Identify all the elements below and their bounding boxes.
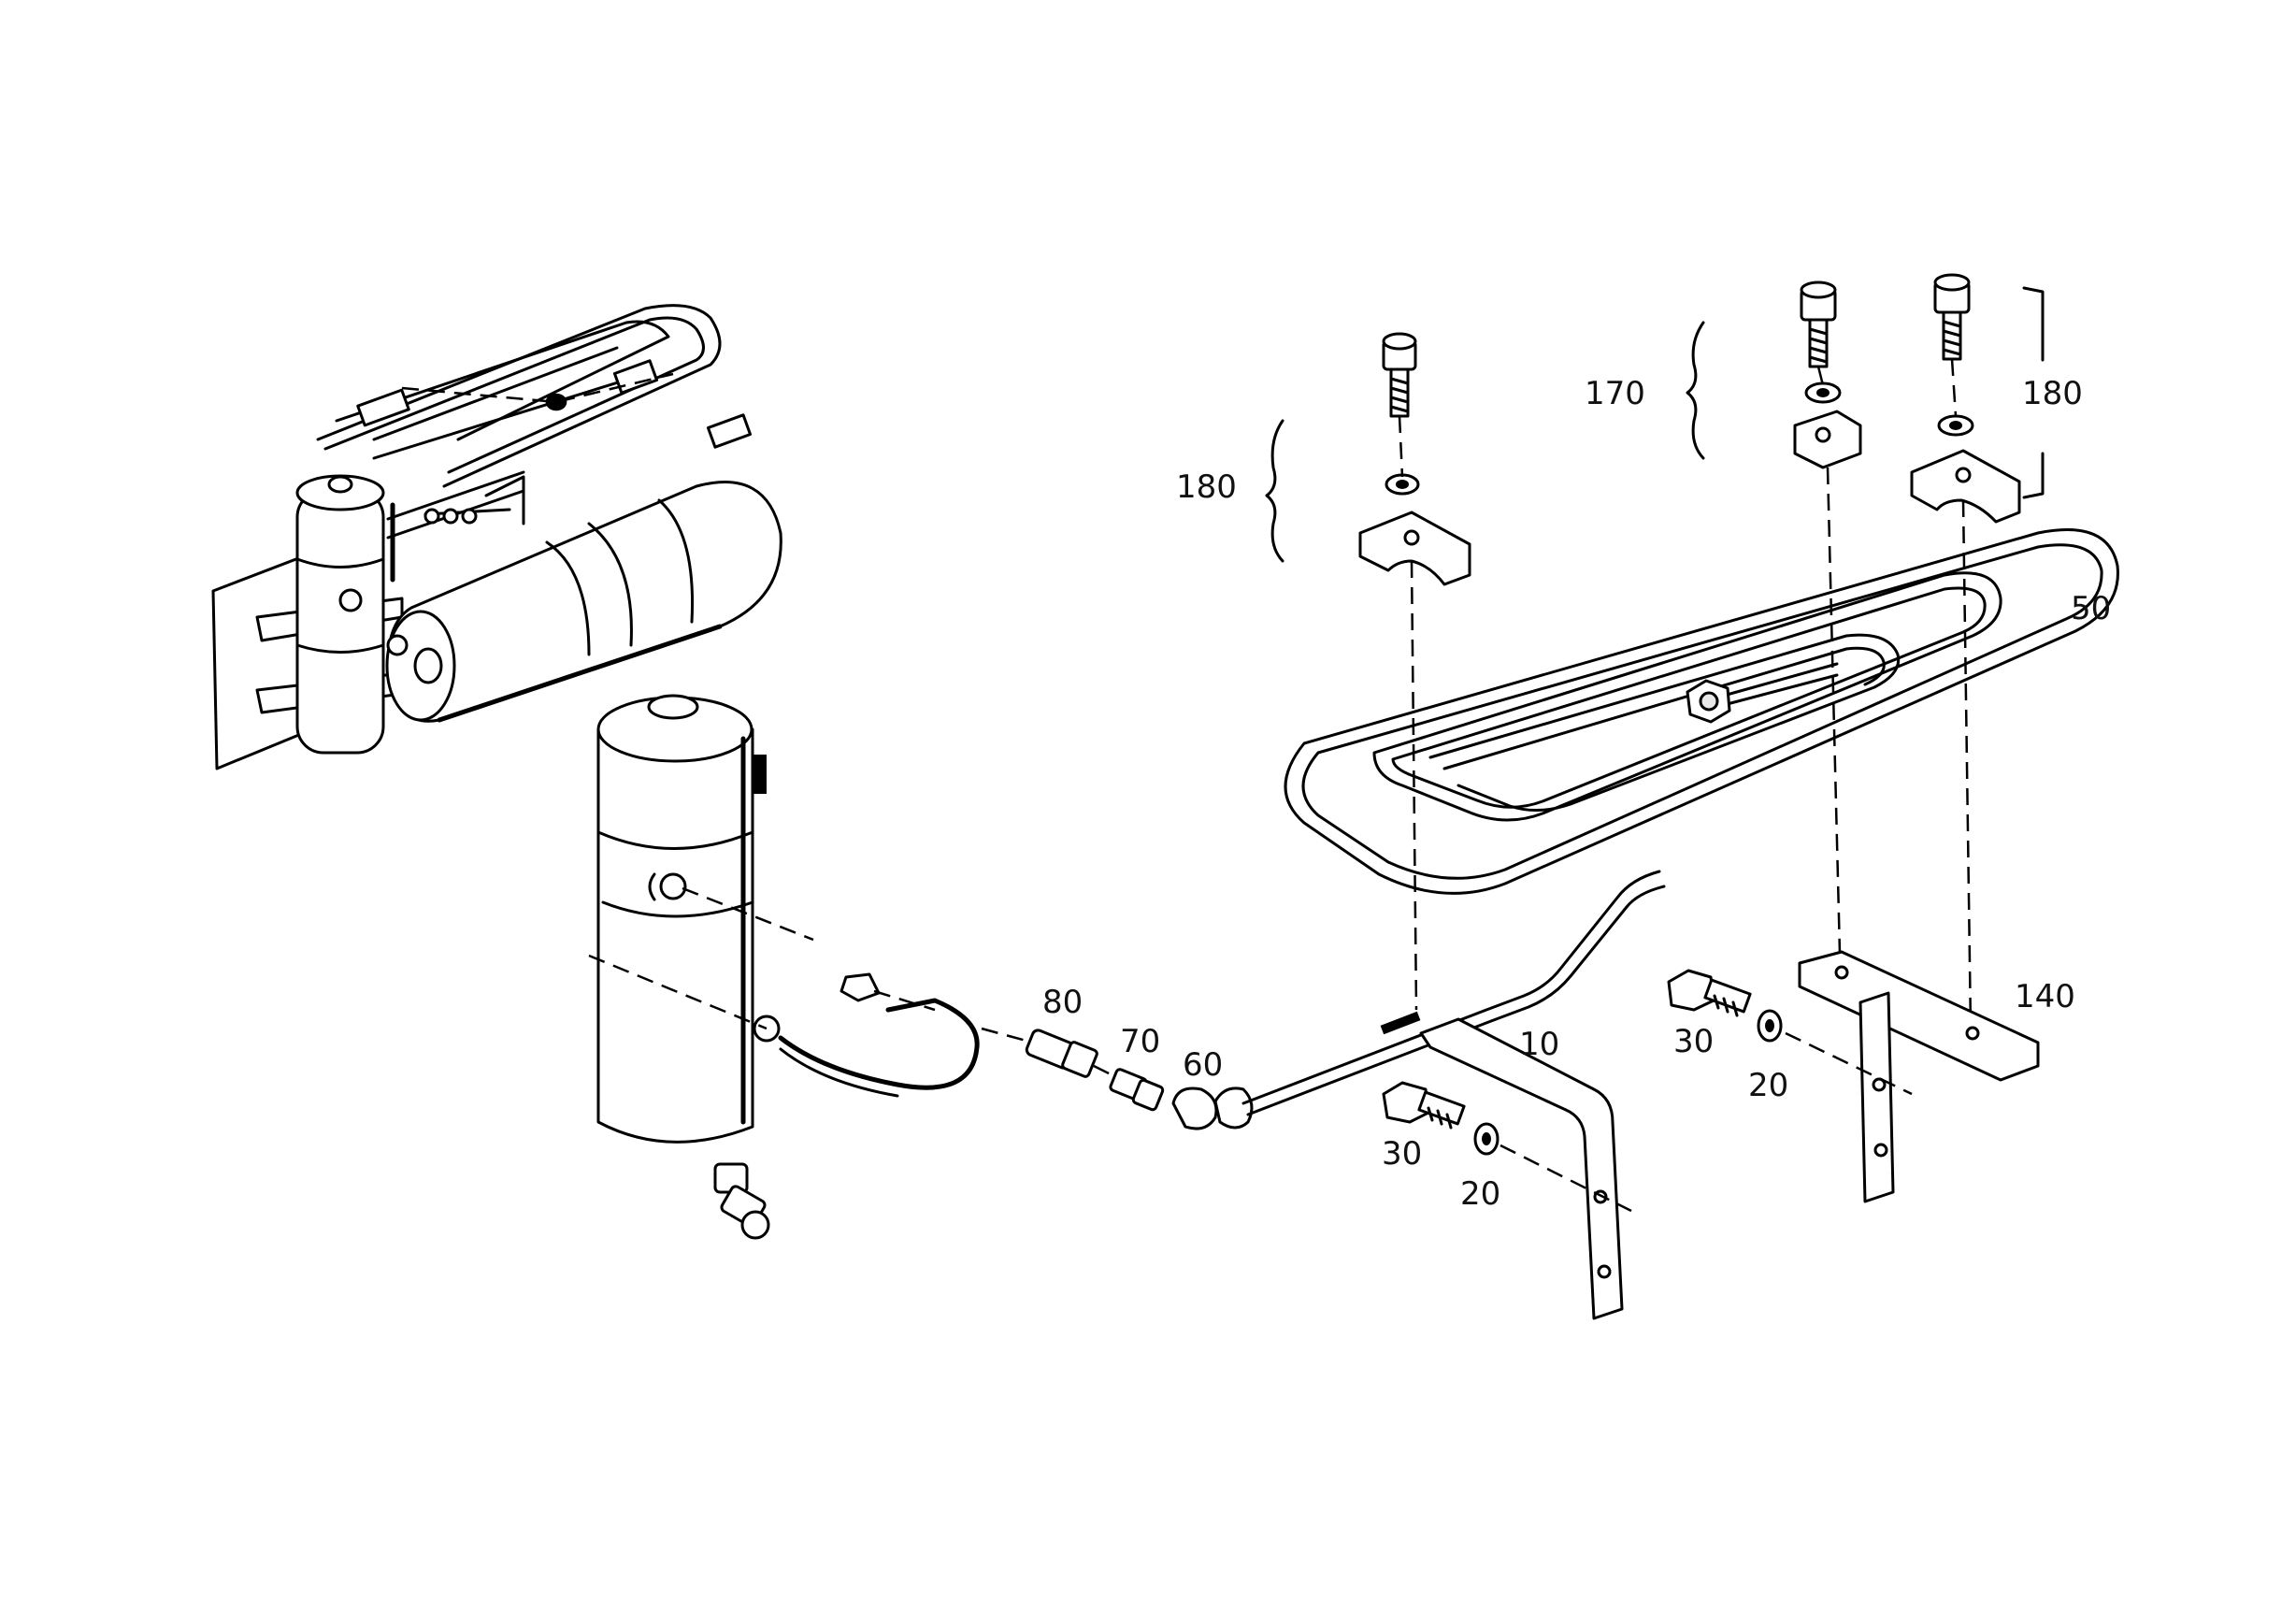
axis-line xyxy=(682,886,814,942)
cooling-coil-assembled xyxy=(316,304,753,583)
bracket-180-right-bottom xyxy=(2022,452,2045,499)
clamp-set-170 xyxy=(1793,281,1862,955)
air-dryer-assembled xyxy=(295,474,409,755)
brace-170 xyxy=(1686,321,1705,460)
callout-10: 10 xyxy=(1519,1026,1559,1063)
callout-180-right: 180 xyxy=(2022,375,2083,412)
callout-80: 80 xyxy=(1042,984,1083,1021)
part-140-bracket xyxy=(1798,950,2040,1203)
callout-50: 50 xyxy=(2071,590,2111,627)
bolt-30-left xyxy=(1382,1081,1632,1213)
air-dryer-exploded xyxy=(596,694,781,1240)
assembled-unit-illustration xyxy=(211,304,782,770)
part-80-fitting xyxy=(1025,1029,1098,1078)
callout-170: 170 xyxy=(1585,375,1645,412)
callout-180-left: 180 xyxy=(1176,468,1237,506)
bracket-180-right-top xyxy=(2022,286,2045,362)
callout-20-right: 20 xyxy=(1748,1067,1788,1104)
callout-30-left: 30 xyxy=(1382,1135,1422,1173)
part-70-adapter xyxy=(1093,1064,1165,1112)
part-50-cooling-coil xyxy=(1284,528,2119,895)
hose-assembly xyxy=(778,972,1034,1098)
air-tank xyxy=(385,481,782,723)
callout-60: 60 xyxy=(1183,1046,1223,1084)
clamp-set-180-left xyxy=(1358,332,1471,1011)
brace-180-left xyxy=(1265,419,1284,563)
callout-70: 70 xyxy=(1120,1023,1160,1060)
part-60-elbow xyxy=(1171,1087,1254,1130)
clamp-set-180-right xyxy=(1910,273,2021,1029)
callout-20-left: 20 xyxy=(1460,1175,1500,1213)
callout-30-right: 30 xyxy=(1673,1023,1714,1060)
axis-line xyxy=(588,954,768,1030)
callout-140: 140 xyxy=(2015,978,2075,1015)
part-10-bracket xyxy=(1419,1017,1624,1320)
bolt-30-right xyxy=(1667,969,1913,1096)
pipe-line xyxy=(1241,870,1666,1116)
